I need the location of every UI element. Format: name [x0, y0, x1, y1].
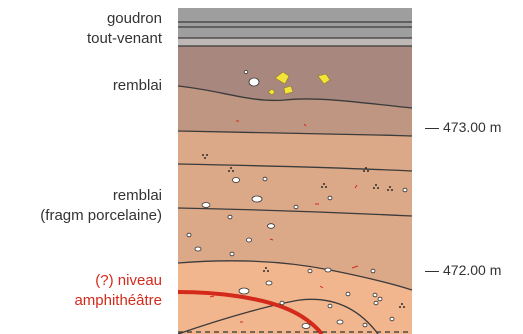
elevation-lower: 472.00 m [443, 262, 501, 278]
label-amphitheatre: amphithéâtre [74, 292, 162, 310]
tout-venant-layer [178, 38, 412, 46]
label-tout-venant: tout-venant [87, 30, 162, 48]
label-goudron: goudron [107, 10, 162, 28]
elevation-tick-lower [425, 271, 439, 272]
elevation-upper: 473.00 m [443, 119, 501, 135]
label-fragm-porcelaine: (fragm porcelaine) [40, 207, 162, 225]
label-remblai-lower: remblai [113, 187, 162, 205]
label-niveau: (?) niveau [95, 272, 162, 290]
elevation-tick-upper [425, 128, 439, 129]
label-remblai-upper: remblai [113, 77, 162, 95]
